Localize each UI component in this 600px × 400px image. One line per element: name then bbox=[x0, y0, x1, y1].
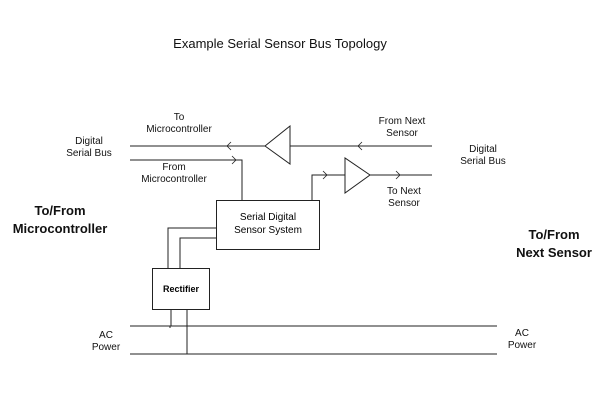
power-line-1 bbox=[167, 227, 216, 268]
arrowhead-3 bbox=[231, 155, 237, 165]
label-to-from-next-sensor: To/From Next Sensor bbox=[516, 227, 592, 260]
arrowhead-2 bbox=[357, 141, 363, 151]
sensor-system-block: Serial Digital Sensor System bbox=[216, 200, 320, 250]
rectifier-block: Rectifier bbox=[152, 268, 210, 310]
line-from-microcontroller bbox=[130, 159, 243, 200]
arrowhead-5 bbox=[395, 170, 401, 180]
label-digital-serial-bus-left: Digital Serial Bus bbox=[66, 136, 112, 159]
label-to-microcontroller: To Microcontroller bbox=[146, 112, 212, 135]
arrowhead-1 bbox=[226, 141, 232, 151]
label-digital-serial-bus-right: Digital Serial Bus bbox=[460, 144, 506, 167]
line-to-next-sensor bbox=[311, 174, 345, 200]
label-to-next-sensor: To Next Sensor bbox=[387, 186, 421, 209]
buffer-to-next-sensor bbox=[344, 157, 371, 194]
label-from-next-sensor: From Next Sensor bbox=[378, 116, 426, 139]
buffer-to-microcontroller bbox=[264, 124, 291, 165]
arrowhead-4 bbox=[322, 170, 328, 180]
label-to-from-microcontroller: To/From Microcontroller bbox=[12, 203, 108, 236]
label-from-microcontroller: From Microcontroller bbox=[141, 162, 207, 185]
label-ac-power-left: AC Power bbox=[91, 330, 121, 353]
label-ac-power-right: AC Power bbox=[507, 328, 537, 351]
power-line-2 bbox=[179, 237, 216, 268]
diagram-title: Example Serial Sensor Bus Topology bbox=[173, 36, 387, 51]
